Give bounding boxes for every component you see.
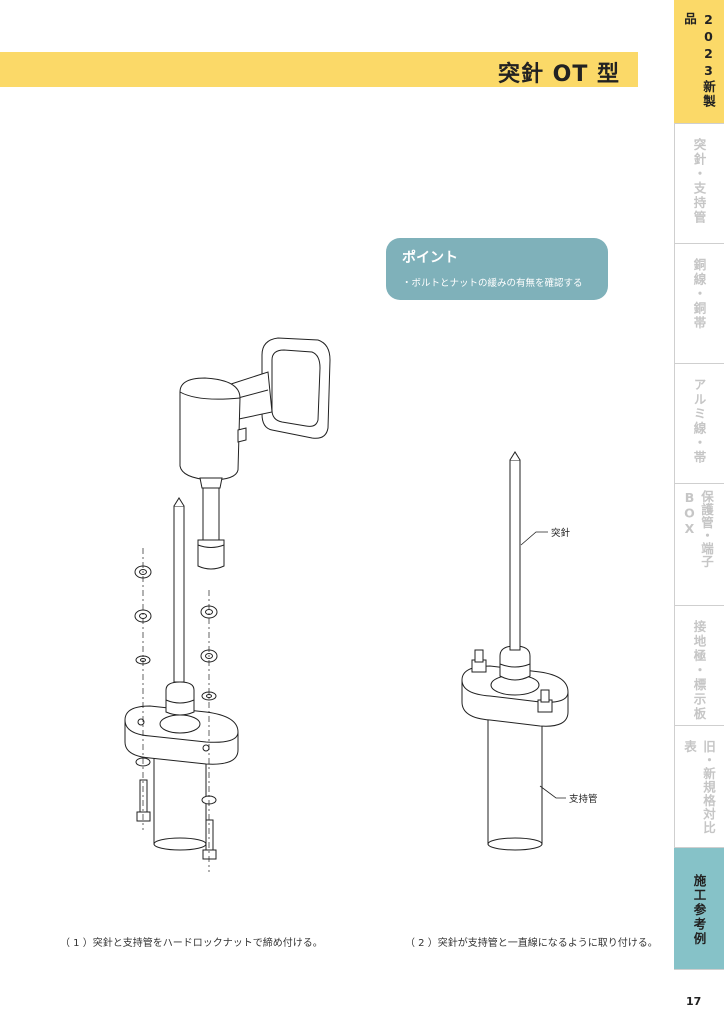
sidebar-divider: [674, 0, 675, 970]
tab-standards[interactable]: 旧・新規格対比表: [674, 726, 724, 848]
page-title: 突針 OT 型: [497, 62, 620, 87]
label-needle: 突針: [551, 527, 571, 539]
tab-label: 保護管・端子BOX: [682, 490, 714, 568]
tab-aluminum[interactable]: アルミ線・帯: [674, 364, 724, 484]
tab-label: アルミ線・帯: [691, 378, 707, 465]
page-number: 17: [686, 995, 702, 1008]
point-box: ポイント ・ボルトとナットの緩みの有無を確認する: [386, 238, 608, 300]
tab-label: 旧・新規格対比表: [682, 740, 716, 835]
tab-label: 施工参考例: [691, 874, 707, 947]
tab-ground[interactable]: 接地極・標示板: [674, 606, 724, 726]
tab-label: 2023新製品: [682, 12, 716, 109]
tab-label: 接地極・標示板: [691, 620, 707, 722]
tab-label: 突針・支持管: [691, 138, 707, 225]
leader-lines: [520, 531, 566, 799]
caption-step-2: （ 2 ）突針が支持管と一直線になるように取り付ける。: [405, 938, 658, 949]
center-lines: [142, 548, 210, 872]
tab-needle-support[interactable]: 突針・支持管: [674, 124, 724, 244]
tab-2023-new-products[interactable]: 2023新製品: [674, 0, 724, 124]
point-title: ポイント: [402, 250, 458, 266]
assembled-view: [461, 451, 569, 851]
tab-copper[interactable]: 銅線・銅帯: [674, 244, 724, 364]
tab-construction-examples[interactable]: 施工参考例: [674, 848, 724, 970]
label-support-pipe: 支持管: [569, 793, 598, 805]
tab-label: 銅線・銅帯: [691, 258, 707, 331]
caption-step-1: （ 1 ）突針と支持管をハードロックナットで締め付ける。: [60, 938, 323, 949]
title-bar: 突針 OT 型: [0, 52, 638, 87]
exploded-assembly: [124, 497, 239, 860]
tab-protection-pipe[interactable]: 保護管・端子BOX: [674, 484, 724, 606]
wrench-tool: [179, 337, 331, 570]
sidebar: 2023新製品 突針・支持管 銅線・銅帯 アルミ線・帯 保護管・端子BOX 接地…: [674, 0, 724, 970]
point-text: ・ボルトとナットの緩みの有無を確認する: [402, 278, 583, 289]
